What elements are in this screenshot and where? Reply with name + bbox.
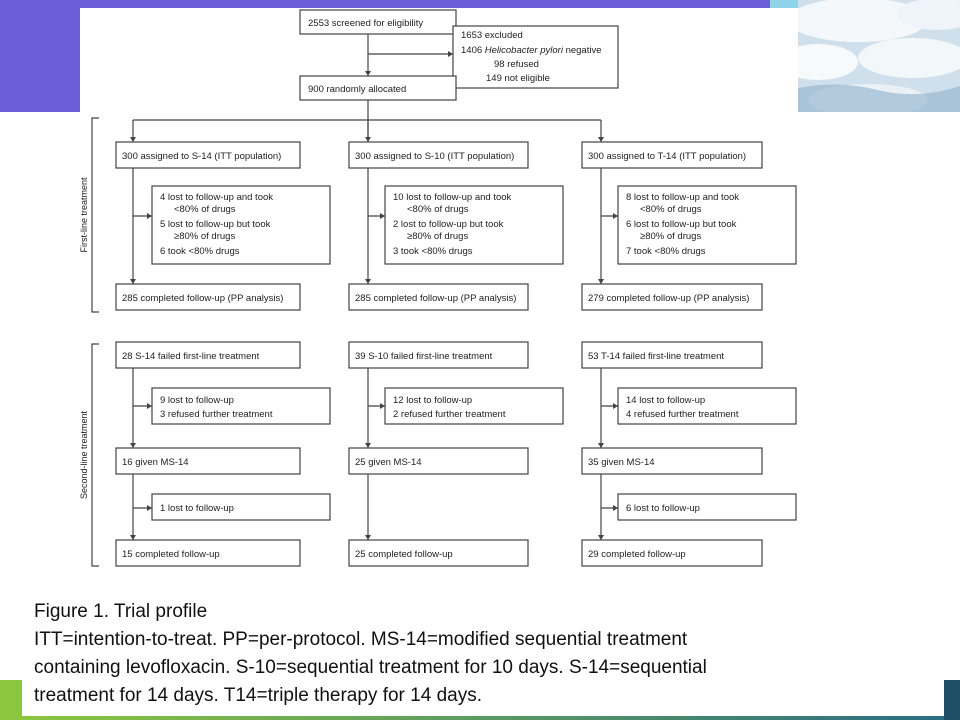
- purple-top-stripe: [80, 0, 770, 8]
- first-loss-line-1: 4 lost to follow-up and took: [160, 192, 273, 203]
- excluded-line4: 149 not eligible: [486, 73, 550, 84]
- first-loss-line-2: <80% of drugs: [174, 204, 236, 215]
- assigned-text-s14: 300 assigned to S-14 (ITT population): [122, 151, 281, 162]
- first-loss-line-2: <80% of drugs: [640, 204, 702, 215]
- second-line-loss-box-s14: [151, 387, 331, 425]
- randomised-box: [299, 75, 457, 101]
- second-loss-line-2: 3 refused further treatment: [160, 409, 273, 420]
- final-loss-box-s14: [151, 493, 331, 521]
- first-loss-line-5: 3 took <80% drugs: [393, 246, 473, 257]
- arm-s14-column: 300 assigned to S-14 (ITT population) 4 l…: [115, 120, 331, 567]
- given-text-t14: 35 given MS-14: [588, 457, 655, 468]
- second-loss-line-1: 14 lost to follow-up: [626, 395, 705, 406]
- given-text-s10: 25 given MS-14: [355, 457, 422, 468]
- failed-box-t14: [581, 341, 763, 369]
- given-box-t14: [581, 447, 763, 475]
- second-line-bracket: [91, 343, 99, 567]
- final-text-t14: 29 completed follow-up: [588, 549, 686, 560]
- first-loss-line-5: 7 took <80% drugs: [626, 246, 706, 257]
- assigned-box-s10: [348, 141, 529, 169]
- first-line-loss-box-s10: [384, 185, 564, 265]
- final-text-s10: 25 completed follow-up: [355, 549, 453, 560]
- given-box-s14: [115, 447, 301, 475]
- first-line-bracket: [91, 117, 99, 313]
- arm-s10-column: 300 assigned to S-10 (ITT population) 10 …: [348, 120, 564, 567]
- assigned-text-s10: 300 assigned to S-10 (ITT population): [355, 151, 514, 162]
- final-loss-text-s14: 1 lost to follow-up: [160, 503, 234, 514]
- failed-text-s14: 28 S-14 failed first-line treatment: [122, 351, 260, 362]
- assigned-text-t14: 300 assigned to T-14 (ITT population): [588, 151, 746, 162]
- first-line-loss-box-t14: [617, 185, 797, 265]
- caption-line-3: containing levofloxacin. S-10=sequential…: [34, 657, 707, 678]
- screened-text: 2553 screened for eligibility: [308, 18, 423, 29]
- given-box-s10: [348, 447, 529, 475]
- first-line-loss-box-s14: [151, 185, 331, 265]
- arm-t14-column: 300 assigned to T-14 (ITT population) 8 l…: [581, 120, 797, 567]
- navy-footer-accent: [944, 680, 960, 720]
- trial-flowchart: First-line treatment Second-line treatme…: [80, 8, 798, 580]
- second-loss-line-2: 4 refused further treatment: [626, 409, 739, 420]
- first-loss-line-1: 8 lost to follow-up and took: [626, 192, 739, 203]
- first-loss-line-4: ≥80% of drugs: [407, 231, 468, 242]
- assigned-box-t14: [581, 141, 763, 169]
- second-loss-line-2: 2 refused further treatment: [393, 409, 506, 420]
- second-line-loss-box-s10: [384, 387, 564, 425]
- final-box-s10: [348, 539, 529, 567]
- failed-box-s14: [115, 341, 301, 369]
- completed-text-s14: 285 completed follow-up (PP analysis): [122, 293, 283, 304]
- first-loss-line-1: 10 lost to follow-up and took: [393, 192, 512, 203]
- first-loss-line-3: 2 lost to follow-up but took: [393, 219, 504, 230]
- final-box-t14: [581, 539, 763, 567]
- second-loss-line-1: 12 lost to follow-up: [393, 395, 472, 406]
- completed-box-t14: [581, 283, 763, 311]
- failed-text-s10: 39 S-10 failed first-line treatment: [355, 351, 493, 362]
- failed-box-s10: [348, 341, 529, 369]
- green-footer-accent: [0, 680, 22, 720]
- footer-gradient-bar: [22, 716, 944, 720]
- final-loss-text-t14: 6 lost to follow-up: [626, 503, 700, 514]
- completed-box-s14: [115, 283, 301, 311]
- first-line-label: First-line treatment: [80, 177, 89, 253]
- excluded-box: [452, 25, 619, 89]
- first-loss-line-3: 6 lost to follow-up but took: [626, 219, 737, 230]
- excluded-line1: 1653 excluded: [461, 30, 523, 41]
- failed-text-t14: 53 T-14 failed first-line treatment: [588, 351, 724, 362]
- randomised-text: 900 randomly allocated: [308, 84, 406, 95]
- purple-accent-block: [0, 0, 80, 112]
- first-loss-line-2: <80% of drugs: [407, 204, 469, 215]
- caption-line-2: ITT=intention-to-treat. PP=per-protocol.…: [34, 629, 688, 650]
- completed-text-t14: 279 completed follow-up (PP analysis): [588, 293, 749, 304]
- caption-line-4: treatment for 14 days. T14=triple therap…: [34, 685, 482, 706]
- first-loss-line-3: 5 lost to follow-up but took: [160, 219, 271, 230]
- excluded-line2: 1406 Helicobacter pylori negative: [461, 45, 602, 56]
- completed-box-s10: [348, 283, 529, 311]
- excluded-line3: 98 refused: [494, 59, 539, 70]
- teal-top-stripe: [770, 0, 798, 8]
- snow-landscape-image: [798, 0, 960, 112]
- final-text-s14: 15 completed follow-up: [122, 549, 220, 560]
- final-box-s14: [115, 539, 301, 567]
- assigned-box-s14: [115, 141, 301, 169]
- first-loss-line-5: 6 took <80% drugs: [160, 246, 240, 257]
- second-loss-line-1: 9 lost to follow-up: [160, 395, 234, 406]
- caption-title: Figure 1. Trial profile: [34, 601, 208, 622]
- first-loss-line-4: ≥80% of drugs: [640, 231, 701, 242]
- screened-box: [299, 9, 457, 35]
- completed-text-s10: 285 completed follow-up (PP analysis): [355, 293, 516, 304]
- second-line-loss-box-t14: [617, 387, 797, 425]
- final-loss-box-t14: [617, 493, 797, 521]
- first-loss-line-4: ≥80% of drugs: [174, 231, 235, 242]
- second-line-label: Second-line treatment: [80, 410, 89, 499]
- figure-caption: Figure 1. Trial profile ITT=intention-to…: [34, 598, 934, 710]
- given-text-s14: 16 given MS-14: [122, 457, 189, 468]
